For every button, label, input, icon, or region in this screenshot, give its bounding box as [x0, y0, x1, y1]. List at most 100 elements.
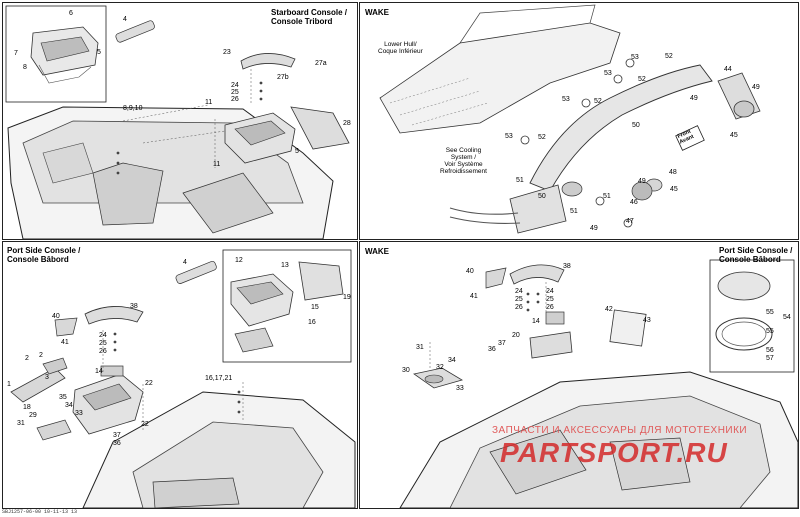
callout: 4 [123, 16, 127, 23]
callout: 56 [766, 347, 774, 354]
callout: 53 [505, 133, 513, 140]
port-console-drawing [10, 249, 356, 508]
callout: 29 [29, 412, 37, 419]
panel-starboard-console: Starboard Console / Console Tribord 6 4 … [2, 2, 358, 240]
note-line: Voir Système [444, 161, 483, 168]
callout: 26 [515, 304, 523, 311]
panel-title-starboard: Starboard Console / Console Tribord [271, 8, 347, 26]
callout: 31 [17, 420, 25, 427]
callout: 22 [141, 421, 149, 428]
callout: 22 [145, 380, 153, 387]
callout: 2 [39, 352, 43, 359]
callout: 51 [516, 177, 524, 184]
callout: 38 [563, 263, 571, 270]
callout: 52 [665, 53, 673, 60]
callout: 26 [231, 96, 239, 103]
callout: 43 [643, 317, 651, 324]
callout: 16,17,21 [205, 375, 233, 382]
note-line: Refroidissement [440, 168, 487, 175]
callout: 6 [69, 10, 73, 17]
callout: 25 [546, 296, 554, 303]
callout: 27b [277, 74, 289, 81]
callout: 20 [512, 332, 520, 339]
callout: 49 [638, 178, 646, 185]
callout: 31 [416, 344, 424, 351]
callout: 54 [783, 314, 791, 321]
title-line-1: Port Side Console / [719, 246, 793, 255]
callout: 33 [75, 410, 83, 417]
callout: 11 [205, 99, 213, 106]
callout: 15 [311, 304, 319, 311]
note-line: System / [450, 154, 477, 161]
callout: 36 [113, 440, 121, 447]
callout: 1 [7, 381, 11, 388]
callout: 38 [130, 303, 138, 310]
callout: 3 [45, 374, 49, 381]
lower-hull-note: Lower Hull/ Coque Inférieur [378, 41, 423, 55]
callout: 40 [466, 268, 474, 275]
callout: 53 [631, 54, 639, 61]
note-line: Lower Hull/ [384, 41, 417, 48]
panel-wake-port-console: WAKE Port Side Console / Console Bâbord … [359, 241, 799, 509]
callout: 42 [605, 306, 613, 313]
title-line-2: Console Bâbord [7, 255, 69, 264]
callout: 34 [448, 357, 456, 364]
callout: 45 [730, 132, 738, 139]
callout: 45 [670, 186, 678, 193]
note-line: See Cooling [445, 147, 482, 154]
panel-port-side-console: Port Side Console / Console Bâbord 4 12 … [2, 241, 358, 509]
callout: 26 [546, 304, 554, 311]
callout: 5 [295, 148, 299, 155]
watermark-tagline: ЗАПЧАСТИ И АКСЕССУАРЫ ДЛЯ МОТОТЕХНИКИ [492, 425, 748, 436]
callout: 8 [23, 64, 27, 71]
callout: 41 [470, 293, 478, 300]
callout: 36 [488, 346, 496, 353]
callout: 44 [724, 66, 732, 73]
callout: 47 [626, 218, 634, 225]
callout: 37 [498, 340, 506, 347]
callout: 32 [436, 364, 444, 371]
callout: 49 [690, 95, 698, 102]
cooling-system-note: See Cooling System / Voir Système Refroi… [440, 147, 487, 175]
callout: 37 [113, 432, 121, 439]
callout: 24 [515, 288, 523, 295]
callout: 27a [315, 60, 327, 67]
callout: 33 [456, 385, 464, 392]
callout: 49 [590, 225, 598, 232]
callout: 51 [570, 208, 578, 215]
callout: 34 [65, 402, 73, 409]
callout: 57 [766, 355, 774, 362]
callout: 19 [343, 294, 351, 301]
callout: 41 [61, 339, 69, 346]
callout: 52 [638, 76, 646, 83]
callout: 25 [515, 296, 523, 303]
callout: 11 [213, 161, 221, 168]
callout: 53 [604, 70, 612, 77]
callout: 50 [538, 193, 546, 200]
callout: 2 [25, 355, 29, 362]
callout: 30 [402, 367, 410, 374]
callout: 13 [281, 262, 289, 269]
callout: 24 [546, 288, 554, 295]
callout: 52 [594, 98, 602, 105]
title-line-2: Console Tribord [271, 17, 333, 26]
callout: 48 [669, 169, 677, 176]
wake-cooling-drawing [379, 4, 761, 234]
drawing-reference: SBJ1257-06-00 10-11-13 13 [2, 509, 78, 515]
callout: 50 [632, 122, 640, 129]
callout: 23 [223, 49, 231, 56]
callout: 7 [14, 50, 18, 57]
callout: 14 [532, 318, 540, 325]
callout: 25 [99, 340, 107, 347]
title-line-1: Starboard Console / [271, 8, 348, 17]
callout: 12 [235, 257, 243, 264]
panel-title-port: Port Side Console / Console Bâbord [7, 246, 80, 264]
panel-wake-cooling: WAKE Lower Hull/ Coque Inférieur See Coo… [359, 2, 799, 240]
callout: 4 [183, 259, 187, 266]
callout: 24 [231, 82, 239, 89]
callout: 53 [562, 96, 570, 103]
callout: 51 [603, 193, 611, 200]
callout: 35 [59, 394, 67, 401]
callout: 40 [52, 313, 60, 320]
callout: 25 [231, 89, 239, 96]
